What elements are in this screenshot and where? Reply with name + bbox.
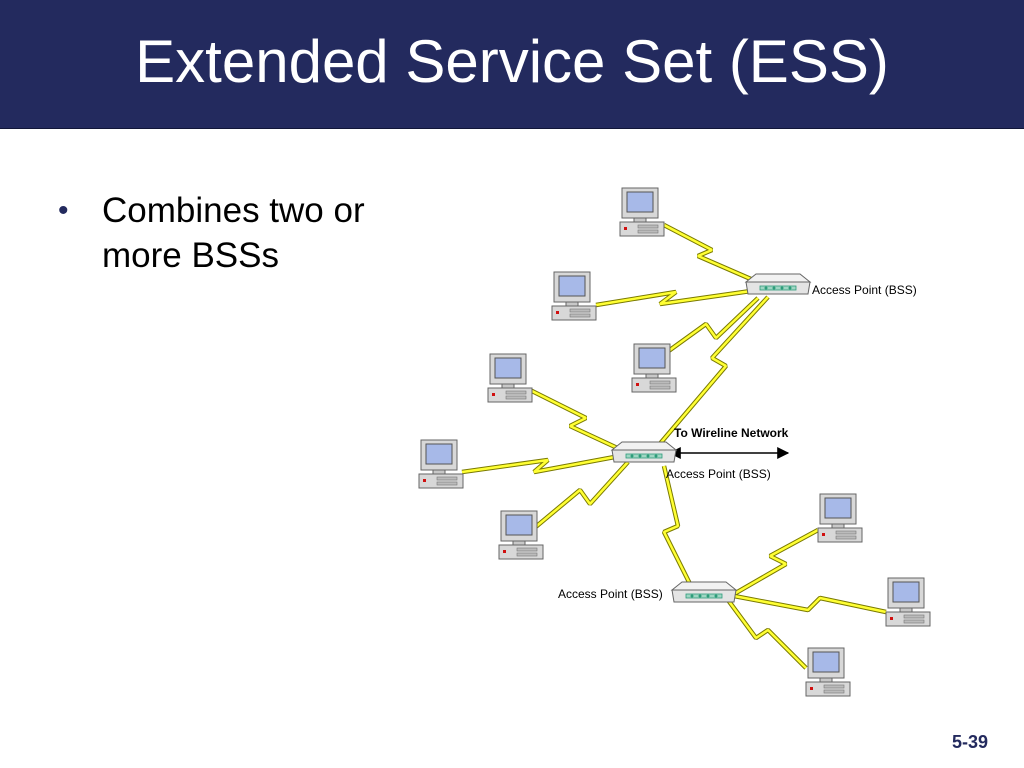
- access-point-1: Access Point (BSS): [745, 273, 917, 297]
- bullet-text: Combines two or more BSSs: [102, 191, 365, 275]
- access-point-label: Access Point (BSS): [812, 283, 917, 297]
- access-point-icon: [671, 581, 737, 603]
- bullet-dot-icon: •: [58, 194, 69, 227]
- desktop-computer-icon: [498, 510, 544, 560]
- access-point-3: Access Point (BSS): [558, 581, 737, 603]
- title-bar: Extended Service Set (ESS): [0, 0, 1024, 129]
- slide-number: 5-39: [951, 732, 988, 752]
- access-point-label: Access Point (BSS): [666, 467, 771, 481]
- desktop-computer-icon: [885, 577, 931, 627]
- link-pc3-ap1: [661, 296, 760, 357]
- desktop-computer-icon: [631, 343, 677, 393]
- link-pc1-ap1: [662, 223, 761, 286]
- link-pc2-ap1: [595, 287, 759, 308]
- access-point-icon: [745, 273, 811, 295]
- link-pc4-ap2: [528, 387, 627, 455]
- link-ap2-ap3: [661, 465, 693, 586]
- access-point-label: Access Point (BSS): [558, 587, 663, 601]
- desktop-computer-icon: [619, 187, 665, 237]
- computers: [418, 187, 931, 697]
- link-pc5-ap2: [461, 453, 621, 475]
- desktop-computer-icon: [817, 493, 863, 543]
- link-pc6-ap2: [530, 460, 630, 532]
- link-pc7-ap3: [732, 528, 820, 596]
- desktop-computer-icon: [551, 271, 597, 321]
- link-pc9-ap3: [726, 598, 808, 670]
- desktop-computer-icon: [805, 647, 851, 697]
- link-pc8-ap3: [733, 593, 887, 615]
- bullet-item: • Combines two or more BSSs: [58, 188, 418, 278]
- desktop-computer-icon: [487, 353, 533, 403]
- desktop-computer-icon: [418, 439, 464, 489]
- link-ap1-ap2: [656, 295, 770, 448]
- access-point-2: Access Point (BSS): [611, 441, 771, 481]
- bullet-list: • Combines two or more BSSs: [58, 188, 418, 278]
- slide-title: Extended Service Set (ESS): [135, 28, 889, 95]
- wireline-network-label: To Wireline Network: [674, 426, 789, 440]
- wireless-links: [461, 223, 887, 670]
- access-point-icon: [611, 441, 677, 463]
